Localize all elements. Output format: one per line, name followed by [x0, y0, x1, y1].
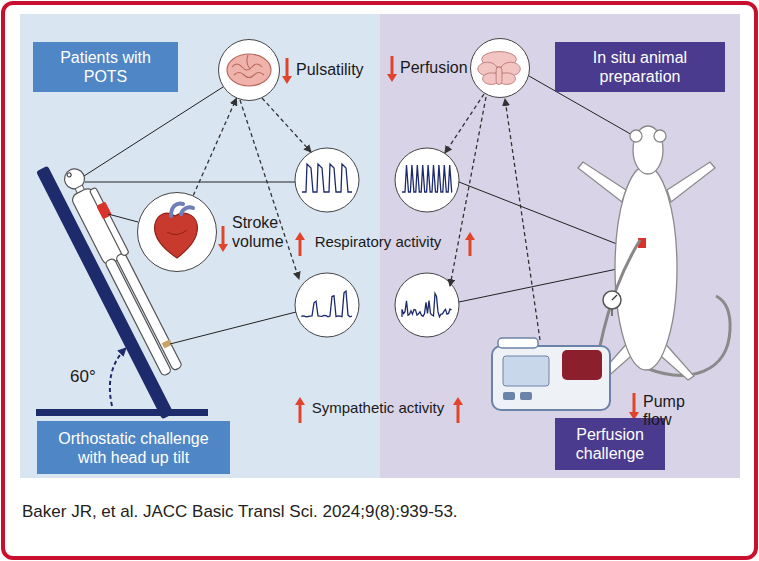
red-arrow-head	[465, 232, 475, 240]
signal-trace	[302, 291, 352, 317]
leader-lines	[84, 76, 634, 344]
signal-circle	[395, 148, 459, 212]
outer-frame	[3, 3, 756, 558]
box-text: Perfusion challenge	[563, 425, 657, 463]
table-base	[36, 409, 208, 416]
dashed-connector	[193, 98, 236, 195]
signal-trace	[402, 293, 452, 317]
brain-circle: Pulsatility	[218, 39, 280, 101]
red-arrow-shaft	[299, 404, 302, 423]
rat-figure	[578, 126, 730, 380]
red-arrow-head	[295, 232, 305, 240]
red-arrow-shaft	[469, 239, 472, 256]
icon-circle	[470, 38, 530, 98]
red-arrow-head	[282, 76, 292, 84]
box-text: Orthostatic challenge with head up tilt	[45, 429, 222, 467]
signal-label: Pump flow	[643, 393, 691, 429]
red-arrow-shaft	[222, 226, 225, 245]
box-text: Patients with POTS	[41, 48, 170, 86]
box-text: In situ animal preparation	[563, 48, 717, 86]
signal-label: Respiratory activity	[278, 233, 478, 251]
red-arrow-head	[295, 397, 305, 405]
group-header: In situ animal preparation	[555, 42, 725, 92]
circle-label: Pulsatility	[296, 60, 364, 79]
citation-caption: Baker JR, et al. JACC Basic Transl Sci. …	[22, 502, 458, 522]
signal-trace	[402, 165, 452, 192]
perfusion-pump	[492, 240, 640, 410]
icon-circle	[137, 192, 217, 272]
heart-circle: Stroke volume	[137, 192, 217, 272]
cerebellum-circle: Perfusion	[470, 38, 530, 98]
condition-box: Orthostatic challenge with head up tilt	[37, 421, 230, 474]
red-arrow-shaft	[299, 239, 302, 256]
red-arrow-shaft	[391, 56, 394, 75]
red-arrow-shaft	[286, 58, 289, 77]
signal-trace	[302, 164, 352, 192]
red-arrow-head	[218, 244, 228, 252]
icon-circle	[218, 39, 280, 101]
red-arrow-head	[387, 74, 397, 82]
angle-label: 60°	[70, 368, 96, 386]
red-arrow-head	[453, 397, 463, 405]
signal-circle	[295, 148, 359, 212]
change-arrows	[218, 56, 639, 423]
circle-label: Perfusion	[400, 58, 468, 77]
circle-label: Stroke volume	[232, 213, 294, 251]
dashed-arrows	[240, 94, 540, 340]
signal-label: Sympathetic activity	[278, 399, 478, 417]
group-header: Patients with POTS	[33, 42, 178, 92]
tilt-angle-arc	[110, 348, 126, 406]
red-arrow-shaft	[633, 393, 636, 413]
red-arrow-shaft	[457, 404, 460, 423]
signal-circle	[395, 273, 459, 337]
signal-circle	[295, 273, 359, 337]
tilted-patient	[36, 150, 205, 419]
